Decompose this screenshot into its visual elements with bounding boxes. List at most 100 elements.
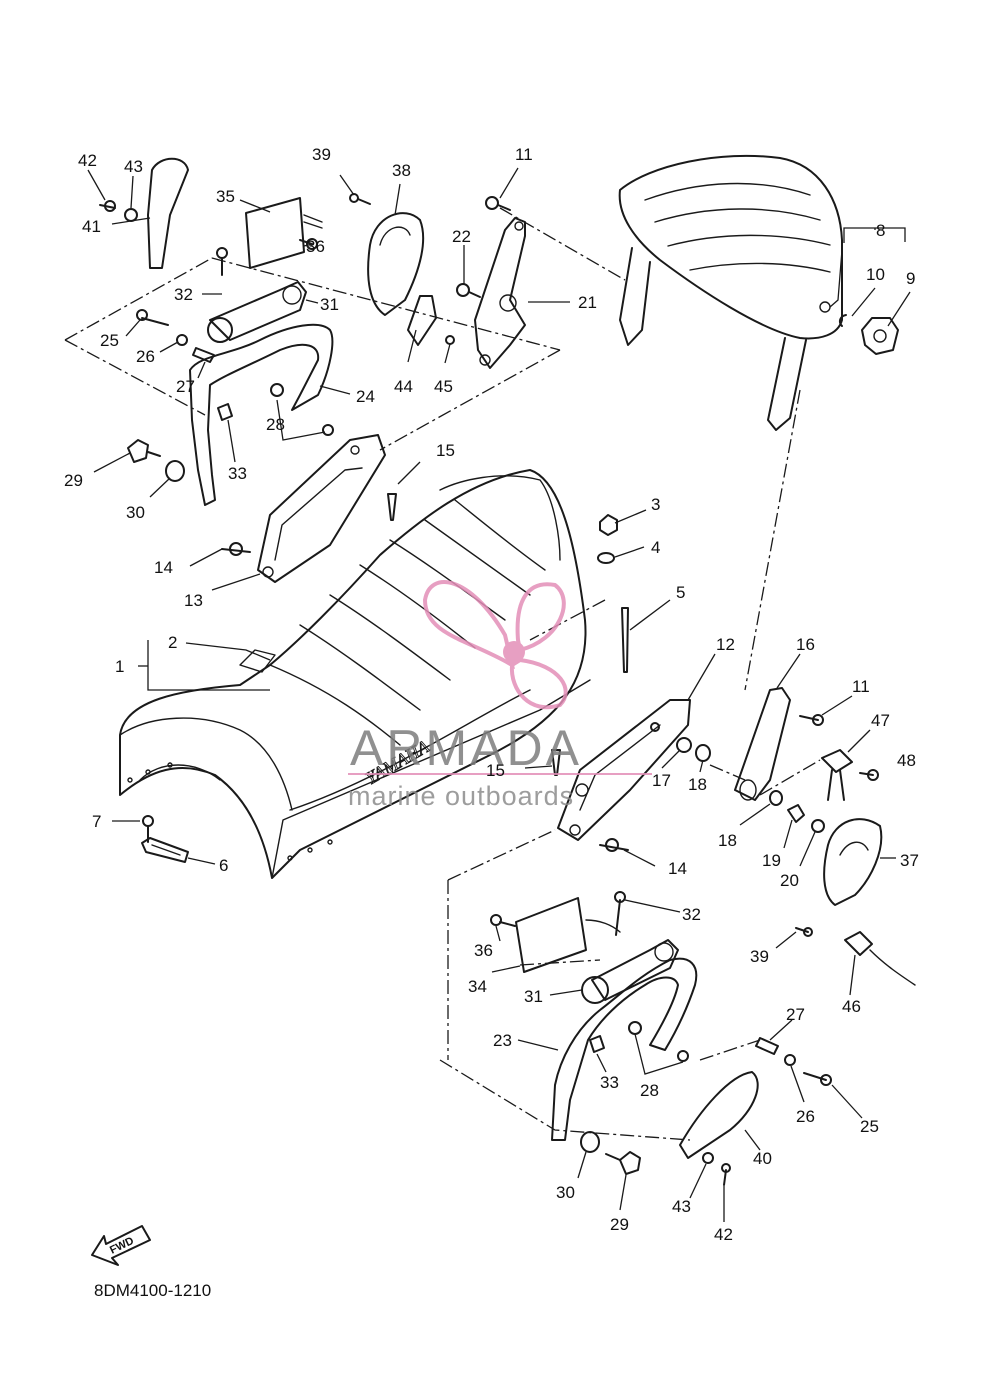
grip-41 <box>147 157 189 269</box>
pin-27-bottom <box>755 1037 779 1055</box>
callout-18: 18 <box>688 775 707 794</box>
bolt-25-bottom <box>803 1072 832 1086</box>
callout-28: 28 <box>266 415 285 434</box>
nut-33-top <box>217 403 233 421</box>
knob-29-top <box>127 439 161 463</box>
lever-31-top <box>207 281 307 343</box>
arm-16 <box>734 687 791 801</box>
callout-16: 16 <box>796 635 815 654</box>
watermark: ARMADA marine outboards <box>348 580 652 811</box>
callout-numbers: 42 43 41 35 36 32 31 25 26 27 24 33 28 2… <box>64 145 919 1244</box>
bolt-7 <box>142 815 154 843</box>
callout-32: 32 <box>174 285 193 304</box>
knob-9 <box>861 317 899 355</box>
bushing-20 <box>811 819 825 833</box>
callout-39-right: 39 <box>750 947 769 966</box>
callout-14-right: 14 <box>668 859 687 878</box>
washer-26-bottom <box>784 1054 796 1066</box>
callout-46: 46 <box>842 997 861 1016</box>
pin-15-left <box>387 493 397 521</box>
pin-27-top <box>192 347 215 363</box>
callout-42-bottom: 42 <box>714 1225 733 1244</box>
callout-35: 35 <box>216 187 235 206</box>
callout-19: 19 <box>762 851 781 870</box>
cover-37 <box>823 818 883 906</box>
nut-3 <box>599 514 618 536</box>
callout-29: 29 <box>64 471 83 490</box>
callout-33-bottom: 33 <box>600 1073 619 1092</box>
bolt-11-top <box>485 196 511 211</box>
bracket-13 <box>257 434 386 583</box>
callout-11: 11 <box>515 145 533 164</box>
callout-8: 8 <box>876 221 885 240</box>
callout-32-bottom: 32 <box>682 905 701 924</box>
bushing-28-bottom-b <box>677 1050 689 1062</box>
bolt-48 <box>859 769 879 781</box>
callout-34: 34 <box>468 977 487 996</box>
switch-plate-35 <box>245 197 323 269</box>
callout-17: 17 <box>652 771 671 790</box>
screw-45 <box>445 335 455 345</box>
callout-9: 9 <box>906 269 915 288</box>
fwd-arrow-icon: FWD <box>91 1225 151 1266</box>
bolt-14-left <box>221 542 251 556</box>
callout-42: 42 <box>78 151 97 170</box>
callout-12: 12 <box>716 635 735 654</box>
pin-5 <box>621 607 629 673</box>
bolt-25-top <box>136 309 169 326</box>
washer-43-top <box>124 208 138 222</box>
watermark-tagline: marine outboards <box>348 781 574 811</box>
nut-33-bottom <box>589 1035 605 1053</box>
callout-26-bottom: 26 <box>796 1107 815 1126</box>
callout-29-bottom: 29 <box>610 1215 629 1234</box>
bushing-28-top-b <box>322 424 334 436</box>
arm-21 <box>474 217 526 369</box>
bushing-28-bottom-a <box>628 1021 642 1035</box>
leader-lines <box>87 167 911 1222</box>
watermark-brand: ARMADA <box>350 720 582 776</box>
callout-22: 22 <box>452 227 471 246</box>
bushing-17 <box>676 737 692 753</box>
callout-47: 47 <box>871 711 890 730</box>
callout-40: 40 <box>753 1149 772 1168</box>
handle-24 <box>189 323 334 506</box>
bolt-42-top <box>99 200 116 212</box>
callout-48: 48 <box>897 751 916 770</box>
callout-36: 36 <box>306 237 325 256</box>
callout-27: 27 <box>176 377 195 396</box>
callout-27-bottom: 27 <box>786 1005 805 1024</box>
bushing-28-top-a <box>270 383 284 397</box>
drawing-code: 8DM4100-1210 <box>94 1281 211 1300</box>
plate-44 <box>407 295 437 346</box>
callout-28-bottom: 28 <box>640 1081 659 1100</box>
callout-36-bottom: 36 <box>474 941 493 960</box>
callout-21: 21 <box>578 293 597 312</box>
callout-15-right: 15 <box>486 761 505 780</box>
callout-37: 37 <box>900 851 919 870</box>
bolt-14-right <box>599 838 629 852</box>
callout-6: 6 <box>219 856 228 875</box>
callout-4: 4 <box>651 538 660 557</box>
callout-18-b: 18 <box>718 831 737 850</box>
callout-43: 43 <box>124 157 143 176</box>
sensor-47 <box>821 749 853 801</box>
callout-30-bottom: 30 <box>556 1183 575 1202</box>
callout-41: 41 <box>82 217 101 236</box>
screw-pair-near-12 <box>650 722 660 732</box>
bolt-22 <box>456 283 481 298</box>
callout-26: 26 <box>136 347 155 366</box>
callout-2: 2 <box>168 633 177 652</box>
reference-lines <box>64 207 821 1141</box>
washer-4 <box>597 552 615 564</box>
callout-14: 14 <box>154 558 173 577</box>
callout-43-bottom: 43 <box>672 1197 691 1216</box>
washer-18-b <box>769 790 783 806</box>
handle-23 <box>551 957 698 1141</box>
seat-assembly: YAMAHA <box>119 469 591 879</box>
grip-40 <box>679 1071 759 1159</box>
callout-10: 10 <box>866 265 885 284</box>
washer-43-bottom <box>702 1152 714 1164</box>
knob-29-bottom <box>605 1151 641 1175</box>
callout-3: 3 <box>651 495 660 514</box>
